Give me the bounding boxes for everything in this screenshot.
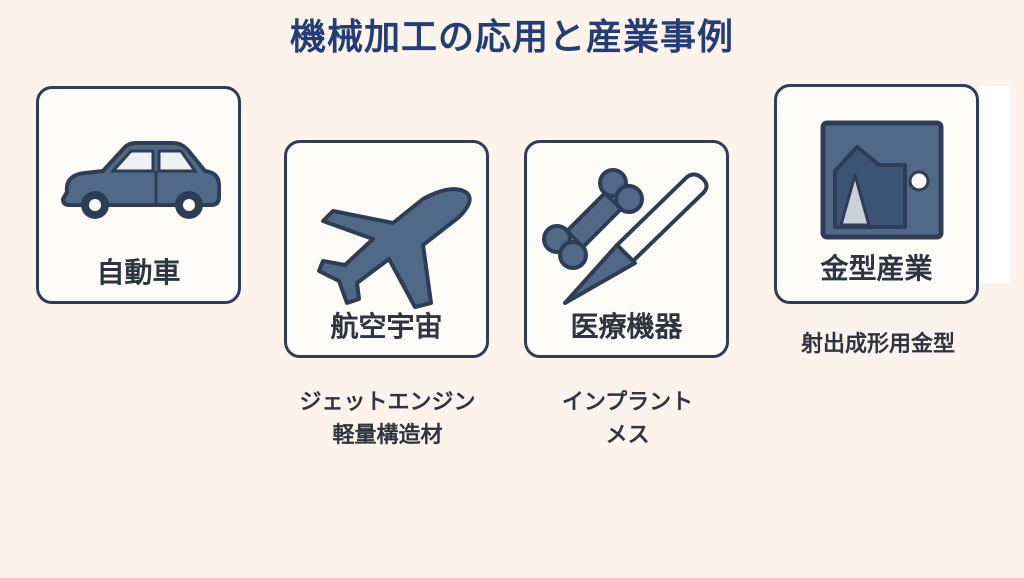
- mold-icon: [820, 120, 944, 240]
- medical-details: インプラント メス: [510, 386, 745, 452]
- card-label: 自動車: [96, 256, 181, 289]
- detail-line: ジェットエンジン: [299, 390, 476, 415]
- card-automotive: 自動車: [36, 86, 241, 304]
- bone-scalpel-icon: [542, 168, 709, 305]
- aerospace-details: ジェットエンジン 軽量構造材: [270, 386, 505, 452]
- card-mold: 金型産業: [774, 84, 979, 304]
- car-icon: [61, 141, 221, 219]
- airplane-icon: [317, 187, 472, 309]
- detail-line: メス: [605, 423, 650, 448]
- card-label: 金型産業: [820, 252, 933, 285]
- detail-line: 軽量構造材: [332, 423, 443, 448]
- mold-details: 射出成形用金型: [758, 328, 998, 361]
- detail-line: インプラント: [561, 390, 694, 415]
- card-label: 航空宇宙: [330, 310, 443, 343]
- card-aerospace: 航空宇宙: [284, 140, 489, 358]
- card-medical: 医療機器: [524, 140, 729, 358]
- card-label: 医療機器: [570, 310, 683, 343]
- edge-strip: [980, 86, 1010, 283]
- page-title: 機械加工の応用と産業事例: [289, 17, 734, 58]
- detail-line: 射出成形用金型: [800, 332, 955, 357]
